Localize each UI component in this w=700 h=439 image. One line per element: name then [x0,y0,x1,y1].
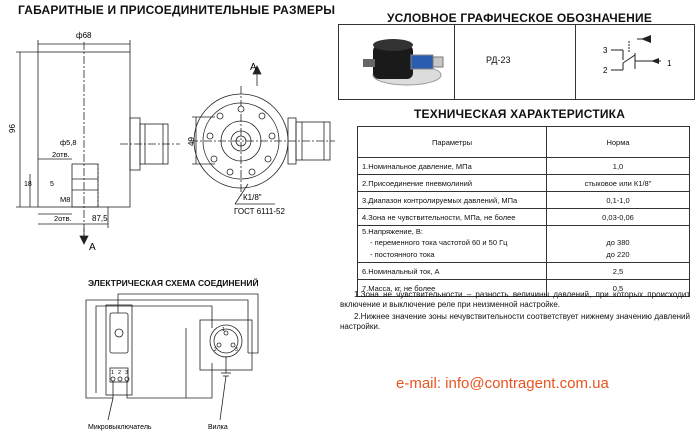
pressure-switch-symbol: 3 2 1 [603,35,672,75]
gost-label: ГОСТ 6111-52 [234,207,285,216]
email-link[interactable]: e-mail: info@contragent.com.ua [396,375,609,392]
switch-pin-1: 1 [111,370,114,376]
symbol-table: РД-23 3 2 1 [338,24,695,100]
thread-label: К1/8" [243,193,262,202]
section-a-label: А [250,62,257,73]
spec-value: до 380 [606,238,630,247]
spec-header-value: Норма [546,126,690,158]
note-2: 2.Нижнее значение зоны нечувствительност… [340,312,690,331]
spec-param: 1.Номинальное давление, МПа [357,157,547,175]
spec-param: 6.Номинальный ток, А [357,262,547,280]
dim-length: 87,5 [92,214,108,223]
dim-small: 18 [24,181,32,188]
dimension-drawing: ф68 96 ф5,8 2отв. 18 5 М8 2отв. 87,5 А А… [8,31,335,253]
specs-table: Параметры Норма 1.Номинальное давление, … [357,126,690,297]
switch-pin-2: 2 [118,370,121,376]
plug-pin-1: 1 [222,327,225,333]
note-1: 1.Зона не чувствительности – разность ве… [340,290,690,309]
specs-heading: ТЕХНИЧЕСКАЯ ХАРАКТЕРИСТИКА [414,107,626,121]
symbol-pin-2: 2 [603,66,608,75]
spec-header-param: Параметры [357,126,547,158]
view-a-label: А [89,242,96,253]
spec-param: - переменного тока частотой 60 и 50 Гц [370,238,508,247]
spec-value-group: до 380 до 220 [546,225,690,263]
dim-small2: 5 [50,181,54,188]
dim-width: ф68 [76,31,92,40]
symbol-heading: УСЛОВНОЕ ГРАФИЧЕСКОЕ ОБОЗНАЧЕНИЕ [387,11,653,25]
dim-holes-count: 2отв. [52,150,70,159]
spec-value: стыковое или К1/8" [546,174,690,192]
spec-param: 2.Присоединение пневмолиний [357,174,547,192]
spec-param: 5.Напряжение, В: [362,227,423,236]
spec-value: 0,1-1,0 [546,191,690,209]
spec-param-group: 5.Напряжение, В: - переменного тока част… [357,225,547,263]
relay-photo [363,39,444,86]
switch-label: Микровыключатель [88,424,152,431]
spec-value: 0,5 [546,279,690,297]
spec-value: до 220 [606,250,630,259]
wiring-schematic: 1 2 3 1 2 3 Микровыключатель Вилка [85,293,259,431]
schematic-heading: ЭЛЕКТРИЧЕСКАЯ СХЕМА СОЕДИНЕНИЙ [88,278,259,288]
dim-49: 49 [187,137,196,146]
dim-hole: ф5,8 [60,138,77,147]
switch-pin-3: 3 [125,370,128,376]
dim-thread: М8 [60,195,70,204]
spec-param: 4.Зона не чувствительности, МПа, не боле… [357,208,547,226]
spec-value: 2,5 [546,262,690,280]
plug-label: Вилка [208,424,228,431]
dim-thread-count: 2отв. [54,214,72,223]
symbol-pin-1: 1 [667,59,672,68]
model-label: РД-23 [486,55,511,65]
symbol-pin-3: 3 [603,46,608,55]
plug-pin-2: 2 [214,347,217,353]
spec-param: - постоянного тока [370,250,435,259]
spec-param: 3.Диапазон контролируемых давлений, МПа [357,191,547,209]
plug-pin-3: 3 [235,347,238,353]
spec-param: 7.Масса, кг, не более [357,279,547,297]
spec-value [551,227,685,236]
dim-height: 96 [8,124,17,133]
spec-value: 0,03-0,06 [546,208,690,226]
dimensions-heading: ГАБАРИТНЫЕ И ПРИСОЕДИНИТЕЛЬНЫЕ РАЗМЕРЫ [18,3,336,17]
spec-value: 1,0 [546,157,690,175]
